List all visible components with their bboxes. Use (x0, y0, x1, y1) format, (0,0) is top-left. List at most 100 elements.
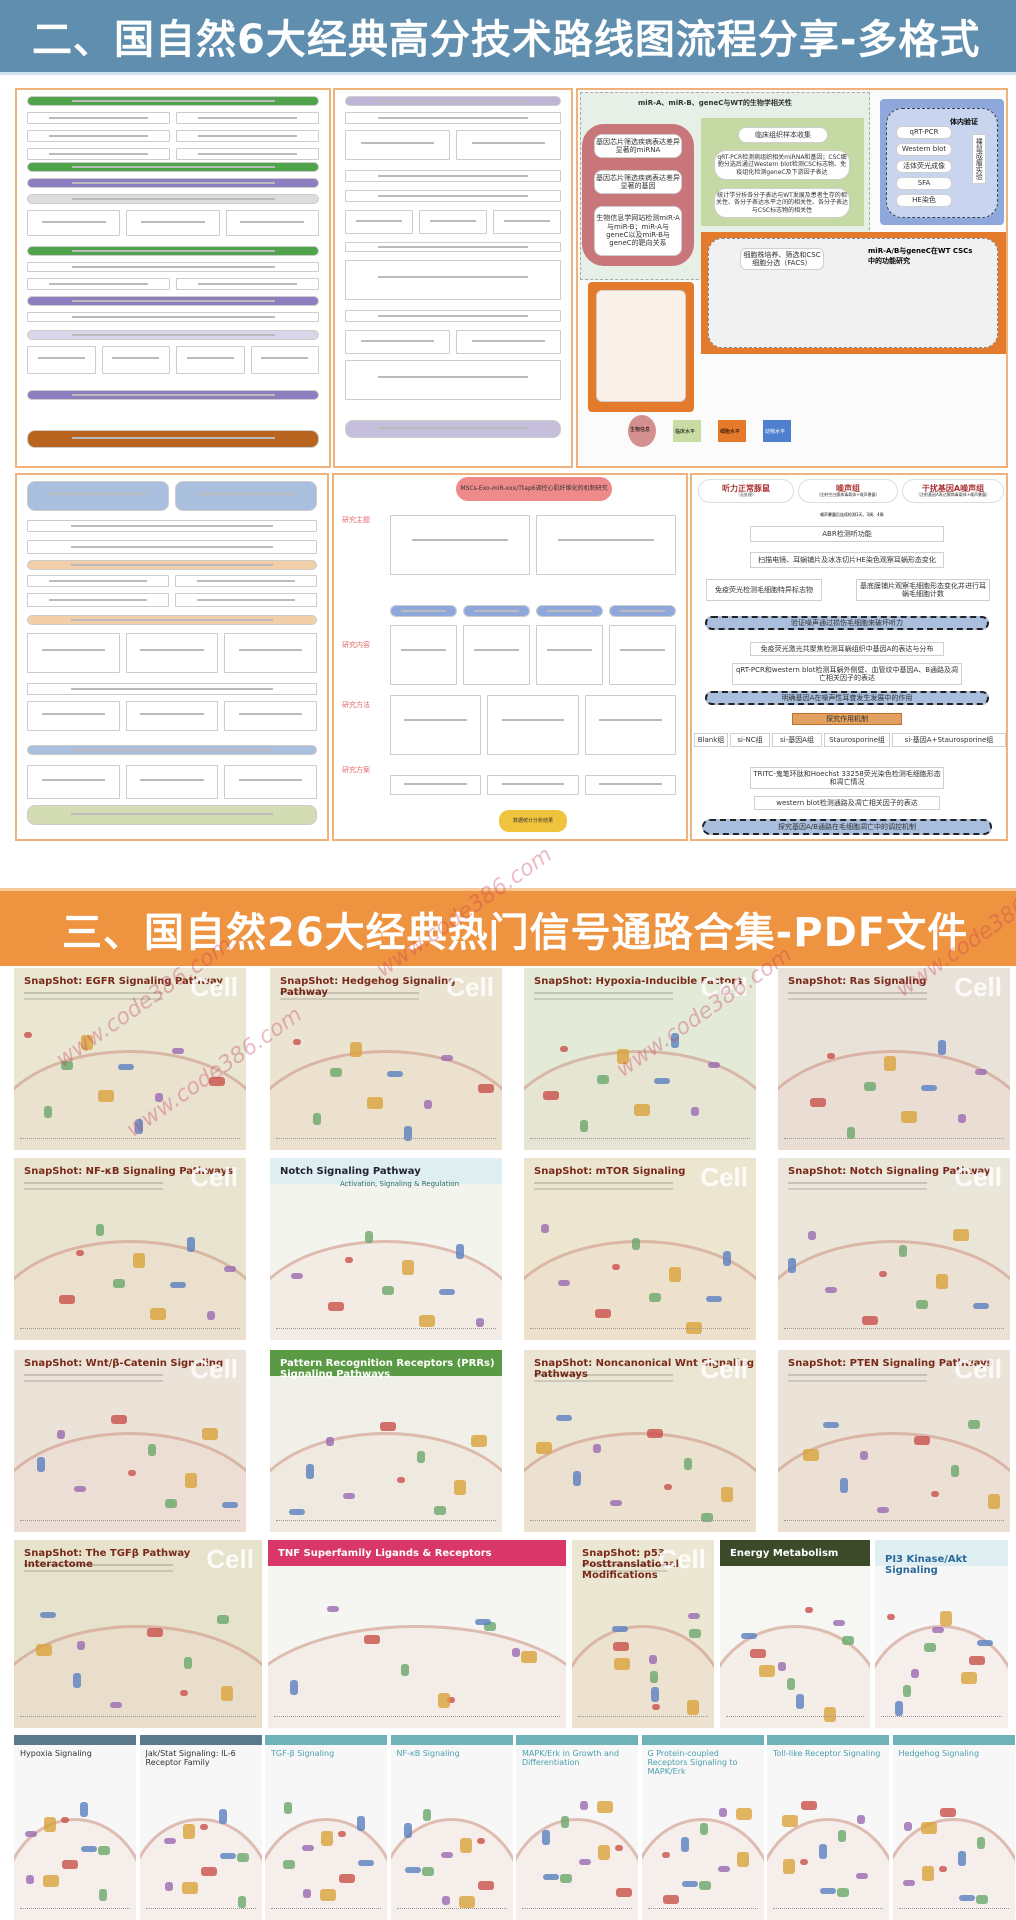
flow-text-stroke (198, 135, 297, 137)
pathway-thumbnail[interactable]: Hypoxia Signaling (14, 1735, 136, 1920)
pathway-node-shape (833, 1620, 845, 1626)
pathway-thumbnail[interactable]: SnapShot: Noncanonical Wnt Signaling Pat… (524, 1350, 756, 1532)
flow-text-stroke (37, 357, 85, 360)
flow-box (176, 346, 245, 374)
pathway-node-shape (958, 1894, 975, 1901)
pathway-node-shape (840, 1477, 848, 1493)
step: ABR检测听功能 (750, 526, 944, 542)
flow-box (27, 633, 120, 673)
pathway-node-shape (219, 1852, 236, 1859)
flow-text-stroke (49, 283, 148, 285)
footer-line (784, 1138, 1004, 1140)
pathway-node-shape (81, 1845, 97, 1852)
roadmap-panel-4[interactable] (15, 473, 329, 841)
flow-text-stroke (71, 198, 275, 201)
roadmap-panel-2[interactable] (333, 88, 573, 468)
pathway-node-shape (98, 1846, 110, 1855)
pathway-node-shape (155, 1092, 163, 1102)
footer-line (726, 1716, 864, 1718)
pathway-node-shape (988, 1493, 1000, 1509)
pathway-node-shape (365, 1230, 373, 1243)
flow-box (27, 262, 319, 272)
flow-box (27, 246, 319, 256)
pathway-node-shape (345, 1256, 353, 1263)
mechanism-box: 探究作用机制 (792, 713, 902, 725)
pathway-node-shape (614, 1658, 630, 1671)
pathway-node-shape (824, 1707, 836, 1722)
flow-text-stroke (197, 493, 295, 496)
author-line (24, 1374, 164, 1382)
pathway-node-shape (165, 1498, 177, 1508)
flow-text-stroke (546, 649, 593, 652)
section-3-title: 三、国自然26大经典热门信号通路合集-PDF文件 (62, 909, 969, 956)
pathway-thumbnail[interactable]: Hedgehog Signaling (892, 1735, 1015, 1920)
pathway-node-shape (236, 1853, 249, 1862)
footer-line (276, 1520, 496, 1522)
pathway-node-shape (541, 1224, 549, 1234)
footer-line (20, 1908, 130, 1910)
pathway-thumbnail[interactable]: TNF Superfamily Ligands & Receptors (268, 1540, 566, 1728)
group-normal: 听力正常豚鼠（无处理） (698, 479, 794, 503)
pathway-node-shape (128, 1469, 136, 1476)
flow-text-stroke (355, 219, 403, 222)
pathway-thumbnail[interactable]: PI3 Kinase/Akt Signaling (875, 1540, 1008, 1728)
pathway-thumbnail[interactable]: Jak/Stat Signaling: IL-6 Receptor Family (139, 1735, 262, 1920)
pathway-title: Jak/Stat Signaling: IL-6 Receptor Family (145, 1749, 236, 1767)
pathway-thumbnail[interactable]: Pattern Recognition Receptors (PRRs) Sig… (270, 1350, 502, 1532)
flow-box (176, 278, 319, 290)
pathway-thumbnail[interactable]: Toll-like Receptor Signaling (767, 1735, 889, 1920)
pathway-thumbnail[interactable]: NF-κB Signaling (390, 1735, 513, 1920)
flow-text-stroke (546, 610, 593, 612)
cell-membrane-shape (778, 1239, 1010, 1340)
pathway-node-shape (862, 1315, 878, 1325)
flow-text-stroke (557, 539, 655, 542)
section-2-banner: 二、国自然6大经典高分技术路线图流程分享-多格式 (0, 0, 1016, 75)
pathway-node-shape (37, 1456, 45, 1472)
pathway-thumbnail[interactable]: G Protein-coupled Receptors Signaling to… (641, 1735, 764, 1920)
flow-box (224, 633, 317, 673)
flow-text-stroke (41, 220, 106, 223)
pathway-node-shape (717, 1866, 730, 1873)
flow-box (27, 312, 319, 322)
footer-line (881, 1716, 1002, 1718)
roadmap-panel-3[interactable]: miR-A、miR-B、geneC与WT的生物学相关性 基因芯片筛选疾病表达差异… (576, 88, 1008, 468)
pathway-node-shape (936, 1273, 948, 1289)
pathway-node-shape (404, 1125, 412, 1141)
flow-text-stroke (197, 580, 295, 582)
flow-text-stroke (472, 339, 545, 342)
pathway-thumbnail[interactable]: MAPK/Erk in Growth and Differentiation (516, 1735, 638, 1920)
author-line (582, 1564, 668, 1572)
author-line (788, 992, 928, 1000)
pathway-thumbnail[interactable]: Energy Metabolism (720, 1540, 870, 1728)
flow-box (224, 701, 317, 731)
pathway-node-shape (973, 1302, 989, 1309)
pathway-node-shape (924, 1643, 936, 1653)
pathway-node-shape (96, 1223, 104, 1236)
pathway-node-shape (184, 1657, 192, 1669)
pathway-thumbnail[interactable]: SnapShot: p53 Posttranslational Modifica… (572, 1540, 714, 1728)
invivo-item: SFA (896, 177, 952, 190)
step-split: 基底膜铺片观察毛细胞形态变化并进行耳蜗毛细胞计数 (856, 579, 990, 601)
pathway-node-shape (330, 1067, 342, 1077)
pathway-node-shape (864, 1081, 876, 1091)
pathway-title: Toll-like Receptor Signaling (773, 1749, 881, 1758)
pathway-node-shape (73, 1673, 81, 1689)
pathway-thumbnail[interactable]: TGF-β Signaling (265, 1735, 387, 1920)
flow-box (609, 605, 676, 617)
roadmap-panel-5[interactable]: MSCs-Exo-miR-xxx/Ttap6调控心肌纤维化的机制研究 研究主题 … (332, 473, 688, 841)
flow-text-stroke (71, 100, 275, 103)
roadmap-panel-6[interactable]: 听力正常豚鼠（无处理） 噪声组（注射空白腺病毒载体+噪声暴露） 干扰基因A噪声组… (690, 473, 1008, 841)
roadmap-panel-1[interactable] (15, 88, 331, 468)
flow-box (345, 170, 561, 182)
